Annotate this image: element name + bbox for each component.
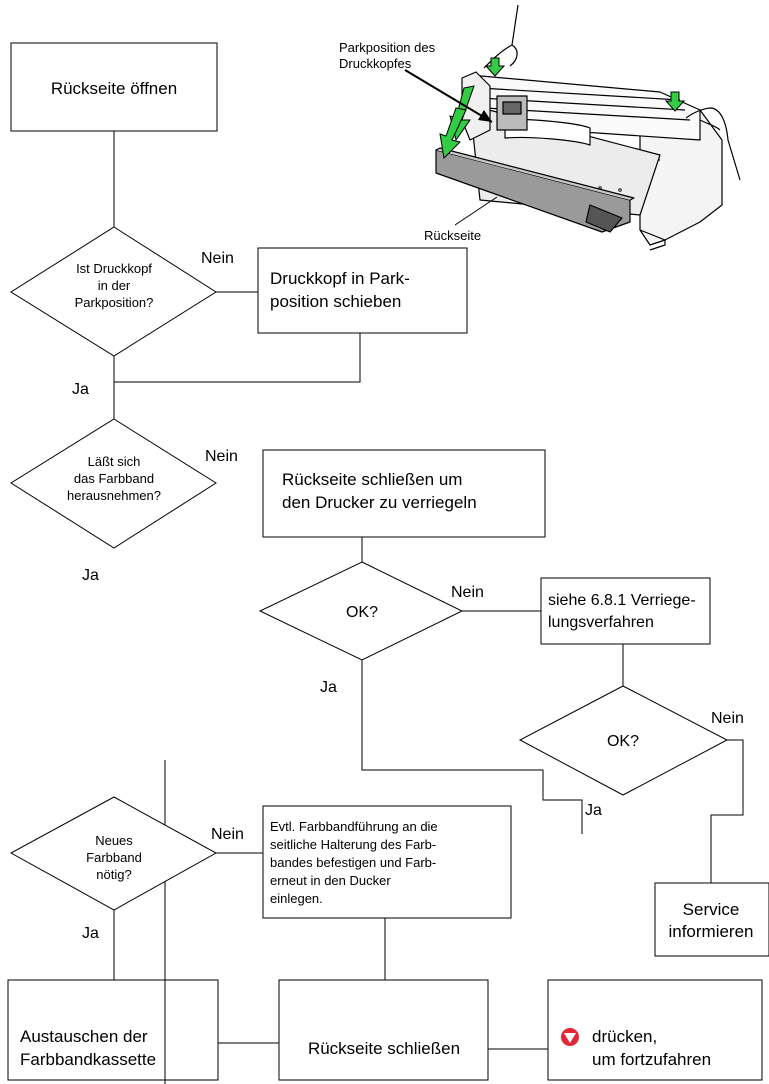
label-yes-1: Ja xyxy=(72,381,89,398)
q-removable-line2: das Farbband xyxy=(74,471,154,486)
see-lock-line1: siehe 6.8.1 Verriege- xyxy=(548,592,696,609)
box-press xyxy=(547,979,763,1081)
connector-move-return xyxy=(114,333,361,383)
guide-line4: erneut in den Ducker xyxy=(270,873,391,888)
label-open-back: Rückseite öffnen xyxy=(51,79,177,98)
printer-illustration xyxy=(435,4,741,251)
q-parked-line1: Ist Druckkopf xyxy=(76,261,152,276)
label-no-4: Nein xyxy=(711,710,744,727)
q-ok-1: OK? xyxy=(346,604,378,621)
callout-arrowhead xyxy=(478,110,492,122)
label-no-1: Nein xyxy=(201,250,234,267)
callout-line-head xyxy=(404,69,493,123)
arrow-down-right-icon xyxy=(664,91,686,112)
label-yes-4: Ja xyxy=(585,802,602,819)
q-new-line1: Neues xyxy=(95,833,133,848)
press-line1: drücken, xyxy=(592,1027,657,1046)
arrow-down-left-icon xyxy=(484,57,506,77)
guide-line1: Evtl. Farbbandführung an die xyxy=(270,819,438,834)
green-arrows xyxy=(439,57,686,160)
move-head-line2: position schieben xyxy=(270,292,401,311)
box-open-back xyxy=(10,42,218,132)
q-new-line3: nötig? xyxy=(96,867,131,882)
close-lock-line1: Rückseite schließen um xyxy=(282,470,462,489)
q-new-line2: Farbband xyxy=(86,850,142,865)
service-line2: informieren xyxy=(668,922,753,941)
box-service xyxy=(654,882,769,957)
diamond-removable xyxy=(10,418,217,549)
shapes xyxy=(7,42,769,1081)
q-ok-2: OK? xyxy=(607,733,639,750)
q-parked-line3: Parkposition? xyxy=(75,295,154,310)
label-yes-3: Ja xyxy=(320,679,337,696)
box-see-lock xyxy=(540,577,711,645)
guide-line2: seitliche Halterung des Farb- xyxy=(270,837,436,852)
q-removable-line1: Läßt sich xyxy=(88,454,141,469)
connector-ok1-yes xyxy=(361,660,583,834)
box-replace xyxy=(7,979,219,1081)
label-no-5: Nein xyxy=(211,826,244,843)
label-no-3: Nein xyxy=(451,584,484,601)
q-parked-line2: in der xyxy=(98,278,131,293)
callout-head-line1: Parkposition des xyxy=(339,40,436,55)
label-no-2: Nein xyxy=(205,448,238,465)
box-close-back xyxy=(278,979,489,1081)
box-close-lock xyxy=(262,449,546,538)
connector-ok2-no xyxy=(710,739,744,883)
service-line1: Service xyxy=(683,900,740,919)
callout-head-line2: Druckkopfes xyxy=(339,56,412,71)
red-down-triangle-icon xyxy=(561,1028,579,1046)
diamond-ok-1 xyxy=(258,561,464,661)
guide-line3: bandes befestigen und Farb- xyxy=(270,855,436,870)
label-yes-2: Ja xyxy=(82,567,99,584)
replace-line1: Austauschen der xyxy=(20,1027,148,1046)
box-guide xyxy=(262,805,512,919)
diamond-new-ribbon xyxy=(9,796,218,911)
close-lock-line2: den Drucker zu verriegeln xyxy=(282,493,477,512)
diamond-parked xyxy=(10,226,217,357)
see-lock-line2: lungsverfahren xyxy=(548,614,654,631)
press-line2: um fortzufahren xyxy=(592,1050,711,1069)
texts: Parkposition des Druckkopfes Rückseite R… xyxy=(20,40,754,1069)
q-removable-line3: herausnehmen? xyxy=(67,488,161,503)
guide-line5: einlegen. xyxy=(270,891,323,906)
replace-line2: Farbbandkassette xyxy=(20,1050,156,1069)
diamond-ok-2 xyxy=(518,685,729,796)
callout-back: Rückseite xyxy=(424,228,481,243)
box-move-head xyxy=(257,247,468,334)
move-head-line1: Druckkopf in Park- xyxy=(270,269,410,288)
label-yes-5: Ja xyxy=(82,925,99,942)
arrow-curve-2-icon xyxy=(439,107,467,160)
callout-line-back xyxy=(454,196,498,226)
close-back-label: Rückseite schließen xyxy=(308,1039,460,1058)
